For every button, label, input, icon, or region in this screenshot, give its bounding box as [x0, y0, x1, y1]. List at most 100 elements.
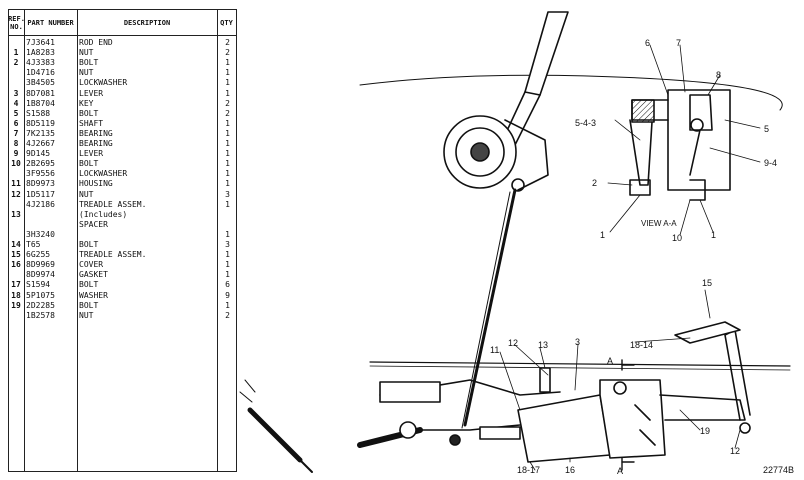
callout-label: 6: [645, 38, 651, 48]
table-row: SPACER: [9, 220, 236, 230]
description-cell: BOLT: [79, 280, 99, 290]
callout-label: 13: [538, 340, 549, 350]
part-number-cell: 4J2186: [26, 199, 55, 209]
description-cell: BOLT: [79, 159, 99, 169]
qty-cell: 1: [225, 300, 230, 310]
callout-label: A: [607, 356, 614, 366]
ref-cell: 5: [13, 108, 19, 118]
description-cell: LEVER: [79, 88, 104, 98]
description-cell: SHAFT: [79, 118, 104, 128]
drawing-number: 22774B: [762, 465, 794, 475]
control-rod: [463, 188, 517, 427]
callout-label: 12: [730, 446, 741, 456]
callout-label: 3: [575, 337, 581, 347]
ref-cell: 7: [13, 128, 19, 138]
qty-cell: 3: [225, 189, 230, 199]
description-cell: BOLT: [79, 240, 99, 249]
callout-label: 1: [600, 230, 606, 240]
qty-cell: 1: [225, 88, 230, 98]
callout-label: 5-4-3: [575, 118, 597, 128]
table-row: 17 S1594 BOLT 6: [9, 280, 236, 290]
ref-cell: 19: [11, 300, 21, 310]
floor-line: [359, 74, 783, 111]
qty-cell: 1: [225, 118, 230, 128]
parts-table: REF. NO. PART NUMBER DESCRIPTION QTY 7J3…: [8, 9, 237, 472]
view-label: VIEW A-A: [641, 219, 677, 228]
description-cell: TREADLE ASSEM.: [79, 250, 147, 260]
description-cell: ROD END: [79, 38, 113, 47]
qty-cell: 1: [225, 78, 230, 88]
description-cell: (Includes): [79, 209, 128, 219]
callout-label: 2: [592, 178, 598, 188]
column-divider: [24, 10, 25, 471]
description-cell: NUT: [79, 68, 94, 78]
part-number-cell: 1B2578: [26, 310, 55, 320]
qty-cell: 6: [225, 280, 230, 290]
part-number-cell: 6G255: [26, 250, 51, 260]
ref-cell: 2: [13, 58, 19, 68]
qty-cell: 1: [225, 58, 230, 68]
part-number-cell: 2B2695: [26, 159, 55, 169]
part-number-cell: S1588: [26, 108, 51, 118]
ref-cell: 10: [11, 159, 21, 169]
qty-cell: 2: [225, 48, 230, 58]
qty-cell: 9: [225, 290, 230, 300]
assembly-drawing: [239, 11, 791, 473]
description-cell: COVER: [79, 260, 104, 270]
description-cell: NUT: [79, 310, 94, 320]
part-number-cell: T65: [26, 240, 41, 249]
qty-cell: 2: [225, 98, 230, 108]
callout-label: 9-4: [764, 158, 778, 168]
qty-cell: 1: [225, 159, 230, 169]
part-number-cell: 4J2667: [26, 139, 55, 148]
qty-cell: 1: [225, 68, 230, 78]
description-cell: TREADLE ASSEM.: [79, 199, 147, 209]
part-number-cell: 3F9556: [26, 169, 55, 179]
description-cell: WASHER: [79, 290, 108, 300]
qty-cell: 1: [225, 179, 230, 189]
ref-cell: 14: [11, 240, 21, 249]
description-cell: KEY: [79, 98, 94, 108]
description-cell: BOLT: [79, 58, 99, 68]
description-cell: LOCKWASHER: [79, 169, 128, 179]
part-number-cell: 1D4716: [26, 68, 55, 78]
description-cell: BOLT: [79, 108, 99, 118]
qty-cell: 1: [225, 270, 230, 280]
part-number-cell: 7K2135: [26, 128, 55, 138]
part-number-cell: 2D2285: [26, 300, 55, 310]
ref-cell: 17: [11, 280, 21, 290]
column-divider: [217, 10, 218, 471]
callout-label: 11: [490, 345, 500, 355]
part-number-cell: S1594: [26, 280, 51, 290]
part-number-cell: 8D9974: [26, 270, 55, 280]
header-description: DESCRIPTION: [77, 10, 217, 36]
description-cell: NUT: [79, 189, 94, 199]
ref-cell: 8: [13, 139, 19, 148]
part-number-cell: 5P1075: [26, 290, 55, 300]
header-part-number: PART NUMBER: [24, 10, 77, 36]
qty-cell: 1: [225, 169, 230, 179]
description-cell: HOUSING: [79, 179, 113, 189]
callout-label: 1: [711, 230, 717, 240]
table-row: 3F9556 LOCKWASHER 1: [9, 169, 236, 179]
qty-cell: 1: [225, 149, 230, 159]
qty-cell: 1: [225, 229, 230, 239]
qty-cell: 1: [225, 128, 230, 138]
treadle: [659, 394, 746, 421]
callout-label: 7: [676, 38, 682, 48]
qty-cell: 1: [225, 260, 230, 270]
ref-cell: 3: [13, 88, 19, 98]
